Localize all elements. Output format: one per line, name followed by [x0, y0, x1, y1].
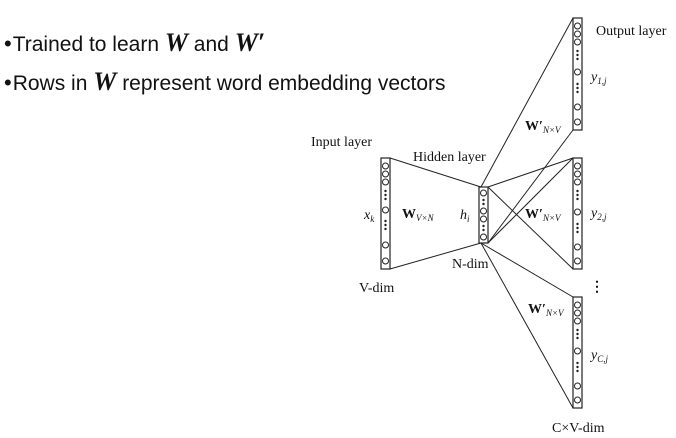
bullet-text-1a: Trained to learn	[12, 33, 165, 56]
bullet-text-2a: Rows in	[12, 72, 94, 95]
edge-hidden-out1-top	[480, 17, 574, 188]
vertical-ellipsis: ⋮	[590, 280, 604, 295]
bullet-dot: •	[4, 70, 12, 95]
v-dim-label: V-dim	[359, 281, 394, 296]
hidden-layer-vector	[478, 186, 489, 244]
hidden-vector-label: hi	[460, 208, 470, 224]
edge-hidden-out2-top	[487, 157, 574, 188]
input-weight-label: WV×N	[402, 207, 435, 223]
output-label-y2: y2,j	[589, 206, 607, 222]
edge-hidden-cross	[487, 157, 574, 244]
bullet-list: •Trained to learn W and W′ •Rows in W re…	[4, 24, 446, 102]
output-label-y1: y1,j	[589, 70, 607, 86]
output-layer-vector-3	[572, 296, 583, 409]
edge-input-hidden-bottom	[389, 242, 482, 270]
output-label-yc: yC,j	[589, 348, 608, 364]
output-layer-vector-1	[572, 17, 583, 131]
math-w: W	[164, 28, 188, 57]
edge-hidden-out3-bottom	[480, 242, 574, 409]
bullet-text-2b: represent word embedding vectors	[116, 72, 446, 95]
output-layer-label: Output layer	[596, 24, 667, 39]
edge-hidden-out3-top	[480, 242, 574, 298]
n-dim-label: N-dim	[452, 257, 489, 272]
hidden-layer-box	[478, 186, 489, 244]
cv-dim-label: C×V-dim	[552, 421, 605, 436]
output-weight-label-1: W′N×V	[525, 119, 562, 135]
bullet-text-1b: and	[187, 33, 235, 56]
edge-hidden-out2-bottom	[487, 186, 574, 270]
output-layer-vector-2	[572, 157, 583, 270]
bullet-item-1: •Trained to learn W and W′	[4, 24, 446, 63]
input-layer-label: Input layer	[311, 135, 372, 150]
input-vector-label: xk	[363, 208, 375, 224]
output-weight-label-2: W′N×V	[525, 207, 562, 223]
hidden-layer-label: Hidden layer	[413, 150, 486, 165]
connection-lines	[389, 17, 574, 409]
edge-hidden-out1-bottom	[487, 129, 574, 244]
math-w-prime: W′	[234, 28, 266, 57]
edge-input-hidden-top	[389, 157, 482, 188]
input-layer-vector	[380, 157, 391, 270]
output-weight-label-3: W′N×V	[528, 302, 565, 318]
math-w: W	[93, 67, 117, 96]
bullet-item-2: •Rows in W represent word embedding vect…	[4, 63, 446, 102]
bullet-dot: •	[4, 31, 12, 56]
